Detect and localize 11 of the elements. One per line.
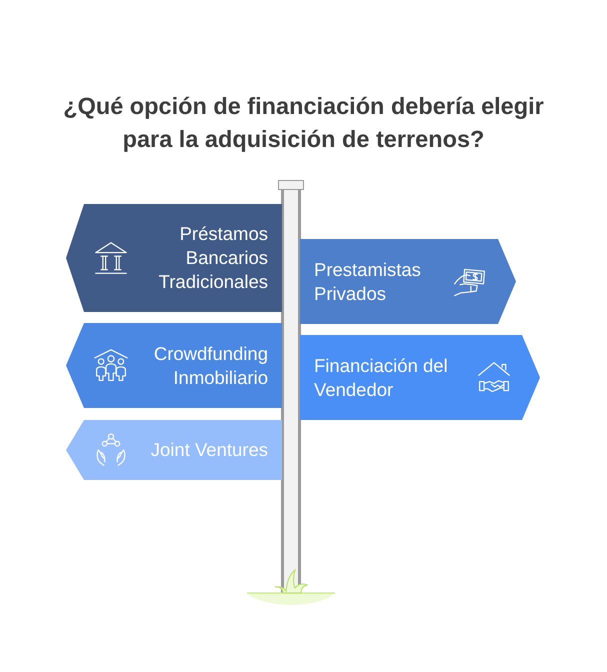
title: ¿Qué opción de financiación debería elegir para la adquisición de terrenos? [62, 92, 545, 154]
sign-board [66, 323, 282, 408]
sign-label: Crowdfunding Inmobiliario [152, 342, 268, 390]
sign-board [300, 335, 540, 420]
sign-board [300, 239, 516, 324]
sign-board [66, 420, 282, 480]
sign-label: Prestamistas Privados [314, 258, 422, 306]
sign-label: Joint Ventures [150, 438, 268, 462]
sign-label: Préstamos Bancarios Tradicionales [158, 222, 268, 294]
sign-board [66, 204, 282, 312]
sign-label: Financiación del Vendedor [314, 354, 449, 402]
